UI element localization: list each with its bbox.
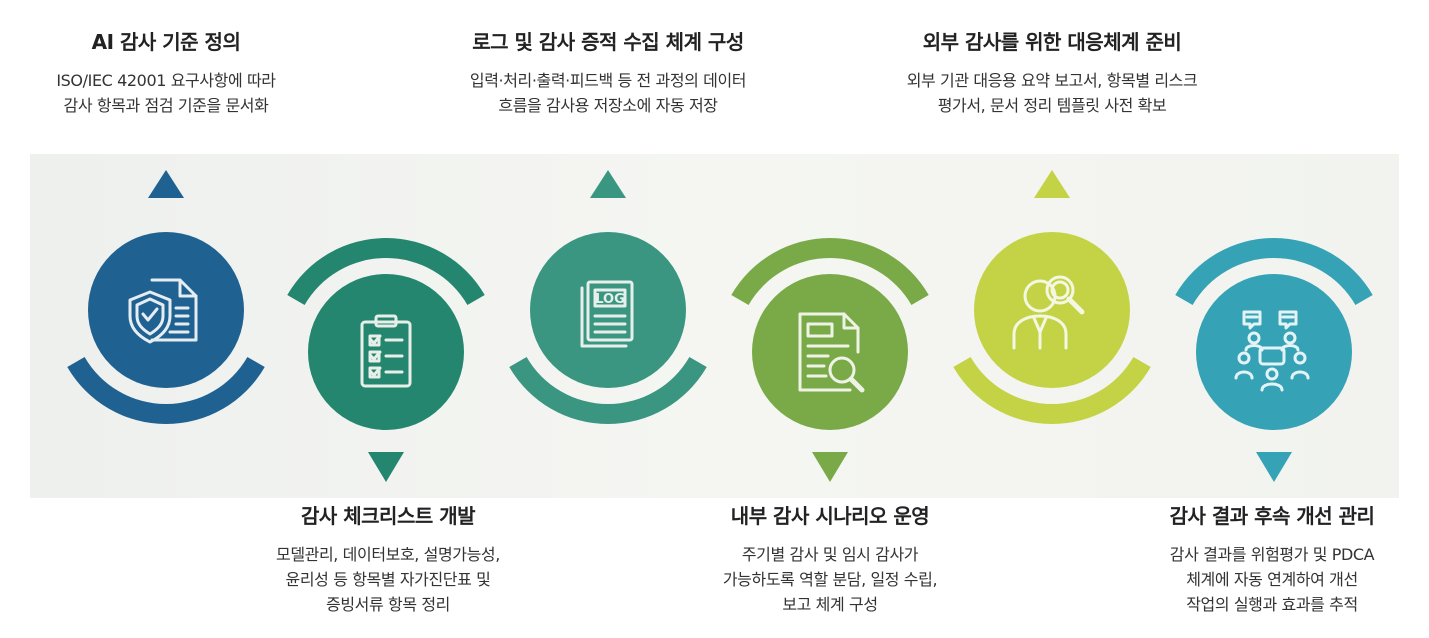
step-5-arc [953,357,1151,424]
background-band [30,154,1399,498]
step-4-description: 주기별 감사 및 임시 감사가 가능하도록 역할 분담, 일정 수립, 보고 체… [650,542,1010,617]
step-6-description-line: 체계에 자동 연계하여 개선 [1186,570,1358,589]
step-6-label: 감사 결과 후속 개선 관리 감사 결과를 위험평가 및 PDCA 체계에 자동… [1092,502,1429,617]
step-5-title: 외부 감사를 위한 대응체계 준비 [922,30,1182,54]
step-3-description: 입력·처리·출력·피드백 등 전 과정의 데이터 흐름을 감사용 저장소에 자동… [428,68,788,118]
step-2-description: 모델관리, 데이터보호, 설명가능성, 윤리성 등 항목별 자가진단표 및 증빙… [208,542,568,617]
step-6-description-line: 작업의 실행과 효과를 추적 [1186,595,1358,614]
step-5-circle [974,232,1130,388]
step-2-description-line: 증빙서류 항목 정리 [326,595,450,614]
step-5-up-arrow [1034,170,1070,198]
step-3-description-line: 입력·처리·출력·피드백 등 전 과정의 데이터 [469,71,747,90]
step-3-description-line: 흐름을 감사용 저장소에 자동 저장 [498,96,718,115]
step-6-title: 감사 결과 후속 개선 관리 [1169,504,1375,528]
step-2-description-line: 윤리성 등 항목별 자가진단표 및 [285,570,491,589]
step-3-circle [530,232,686,388]
step-4-down-arrow [812,452,848,482]
step-6-circle [1196,274,1352,430]
step-3-label: 로그 및 감사 증적 수집 체계 구성 입력·처리·출력·피드백 등 전 과정의… [428,28,788,118]
step-2-label: 감사 체크리스트 개발 모델관리, 데이터보호, 설명가능성, 윤리성 등 항목… [208,502,568,617]
step-5-description-line: 외부 기관 대응용 요약 보고서, 항목별 리스크 [906,71,1198,90]
step-2-description-line: 모델관리, 데이터보호, 설명가능성, [276,545,500,564]
step-2-down-arrow [368,452,404,482]
step-4-description-line: 가능하도록 역할 분담, 일정 수립, [722,570,938,589]
step-1-description: ISO/IEC 42001 요구사항에 따라 감사 항목과 점검 기준을 문서화 [0,68,346,118]
step-4-description-line: 보고 체계 구성 [782,595,878,614]
step-4-arc [731,238,929,305]
step-6-arc [1175,237,1373,305]
step-1-description-line: ISO/IEC 42001 요구사항에 따라 [56,71,276,90]
step-1-title: AI 감사 기준 정의 [91,30,241,54]
step-2-title: 감사 체크리스트 개발 [300,504,476,528]
step-4-description-line: 주기별 감사 및 임시 감사가 [741,545,919,564]
step-4-label: 내부 감사 시나리오 운영 주기별 감사 및 임시 감사가 가능하도록 역할 분… [650,502,1010,617]
step-5-description-line: 평가서, 문서 정리 템플릿 사전 확보 [937,96,1167,115]
step-1-up-arrow [148,170,184,198]
step-1-circle [88,232,244,388]
step-6-description-line: 감사 결과를 위험평가 및 PDCA [1169,545,1375,564]
step-4-circle [752,274,908,430]
step-5-label: 외부 감사를 위한 대응체계 준비 외부 기관 대응용 요약 보고서, 항목별 … [872,28,1232,118]
step-5-description: 외부 기관 대응용 요약 보고서, 항목별 리스크 평가서, 문서 정리 템플릿… [872,68,1232,118]
step-3-title: 로그 및 감사 증적 수집 체계 구성 [472,30,744,54]
step-3-arc [509,357,707,424]
step-6-description: 감사 결과를 위험평가 및 PDCA 체계에 자동 연계하여 개선 작업의 실행… [1092,542,1429,617]
step-6-down-arrow [1256,452,1292,482]
step-1-arc [67,357,265,424]
step-1-description-line: 감사 항목과 점검 기준을 문서화 [63,96,269,115]
step-2-arc [287,238,485,305]
step-2-circle [308,274,464,430]
step-4-title: 내부 감사 시나리오 운영 [730,504,930,528]
step-1-label: AI 감사 기준 정의 ISO/IEC 42001 요구사항에 따라 감사 항목… [0,28,346,118]
step-3-up-arrow [590,170,626,198]
